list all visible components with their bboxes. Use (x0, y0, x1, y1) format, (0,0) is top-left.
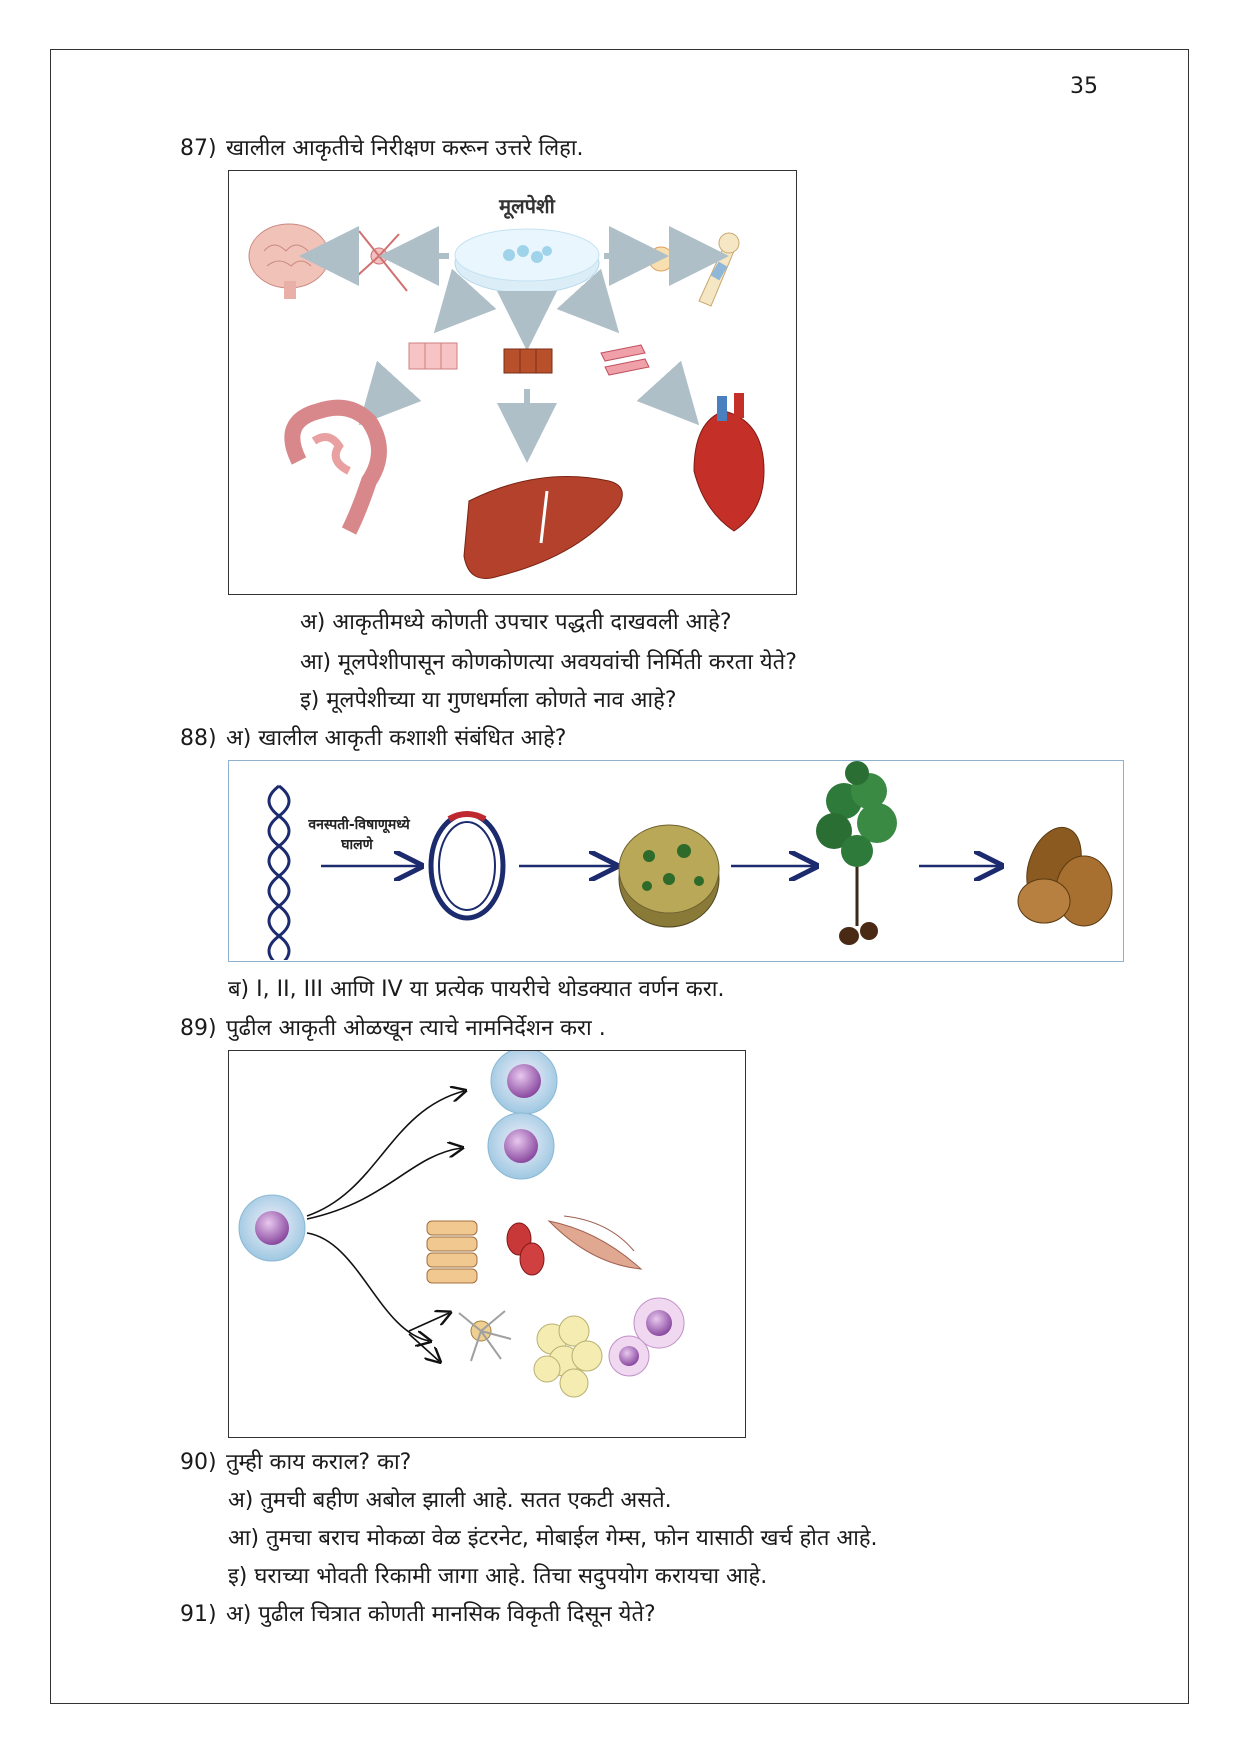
question-88: 88) अ) खालील आकृती कशाशी संबंधित आहे? (180, 722, 566, 752)
daughter-cell-icon (487, 1112, 555, 1180)
page-number: 35 (1070, 74, 1098, 99)
stem-cell-figure: मूलपेशी (228, 170, 797, 595)
question-90-c: इ) घराच्या भोवती रिकामी जागा आहे. तिचा स… (228, 1564, 768, 1589)
question-88-b: ब) I, II, III आणि IV या प्रत्येक पायरीचे… (228, 977, 725, 1002)
question-text: अ) पुढील चित्रात कोणती मानसिक विकृती दिस… (226, 1602, 656, 1627)
question-number: 87) (180, 136, 217, 161)
figure-label-insert-2: घालणे (340, 836, 373, 853)
question-87: 87) खालील आकृतीचे निरीक्षण करून उत्तरे लि… (180, 132, 584, 162)
question-text: खालील आकृतीचे निरीक्षण करून उत्तरे लिहा. (226, 136, 584, 161)
question-87-b: आ) मूलपेशीपासून कोणकोणत्या अवयवांची निर्… (300, 650, 797, 675)
question-number: 90) (180, 1450, 217, 1475)
liver-cells-icon (503, 348, 553, 374)
question-number: 89) (180, 1016, 217, 1041)
cartilage-cell-icon (648, 246, 674, 272)
question-87-a: अ) आकृतीमध्ये कोणती उपचार पद्धती दाखवली … (300, 610, 732, 635)
brain-icon (248, 223, 330, 289)
question-number: 88) (180, 726, 217, 751)
intestine-icon (284, 399, 387, 535)
figure-label-insert: वनस्पती-विषाणूमध्ये (307, 816, 410, 834)
immune-cells-icon (608, 1297, 685, 1377)
plasmid-ring-icon (428, 811, 506, 921)
question-text: तुम्ही काय कराल? का? (226, 1450, 412, 1475)
muscle-cells-icon (547, 1215, 643, 1270)
epithelial-cells-icon (426, 1220, 478, 1284)
question-text: पुढील आकृती ओळखून त्याचे नामनिर्देशन करा… (226, 1016, 606, 1041)
page-border (50, 49, 1189, 1704)
neuron-icon (458, 1310, 512, 1362)
daughter-cell-icon (490, 1051, 558, 1115)
fat-cells-icon (533, 1315, 603, 1398)
question-90: 90) तुम्ही काय कराल? का? (180, 1446, 411, 1476)
muscle-cells-icon (600, 344, 650, 376)
potatoes-icon (1017, 826, 1113, 927)
question-90-a: अ) तुमची बहीण अबोल झाली आहे. सतत एकटी अस… (228, 1488, 672, 1513)
stem-cell-differentiation-figure (228, 1050, 746, 1438)
potato-plant-icon (816, 761, 897, 945)
epithelial-cells-icon (408, 342, 458, 370)
figure-label-stem-cell: मूलपेशी (498, 194, 555, 219)
red-blood-cells-icon (506, 1222, 545, 1276)
question-89: 89) पुढील आकृती ओळखून त्याचे नामनिर्देशन … (180, 1012, 606, 1042)
plant-virus-figure: वनस्पती-विषाणूमध्ये घालणे (228, 760, 1124, 962)
dna-helix-icon (267, 784, 291, 960)
question-text: अ) खालील आकृती कशाशी संबंधित आहे? (226, 726, 567, 751)
question-90-b: आ) तुमचा बराच मोकळा वेळ इंटरनेट, मोबाईल … (228, 1526, 878, 1551)
question-87-c: इ) मूलपेशीच्या या गुणधर्माला कोणते नाव आ… (300, 688, 677, 713)
heart-icon (693, 410, 765, 532)
question-91: 91) अ) पुढील चित्रात कोणती मानसिक विकृती … (180, 1598, 656, 1628)
stem-cell-icon (238, 1194, 306, 1262)
question-number: 91) (180, 1602, 217, 1627)
